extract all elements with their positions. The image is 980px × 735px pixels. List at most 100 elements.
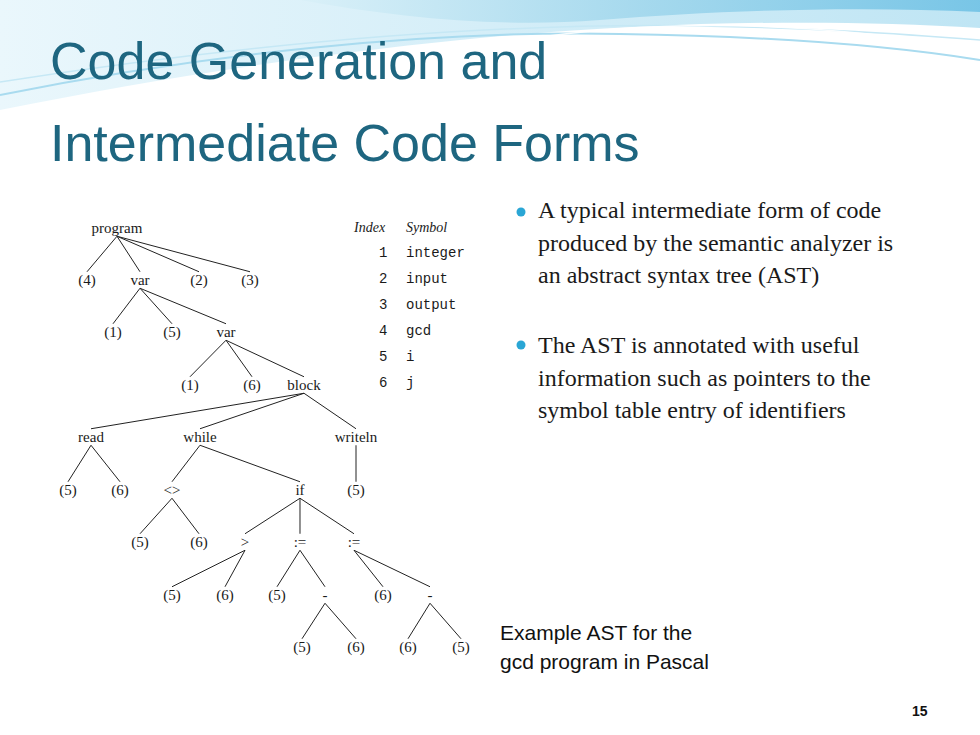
node-label: (6) [190,534,208,550]
tree-edge [113,288,140,324]
tree-edge [172,445,200,482]
node-label: (6) [399,639,417,655]
table-symbol: gcd [406,323,431,339]
tree-node: > [239,533,251,552]
tree-node: (6) [397,638,419,657]
tree-edge [172,550,245,587]
node-label: := [348,534,361,550]
node-label: - [428,587,433,603]
tree-node: - [426,586,435,605]
node-label: (5) [293,639,311,655]
tree-node: (5) [161,323,183,342]
table-symbol: output [406,297,456,313]
tree-edge [304,393,356,429]
node-label: (3) [241,272,259,288]
tree-node: var [214,323,237,342]
table-index: 4 [379,323,387,339]
node-label: while [183,429,216,445]
node-label: var [216,324,235,340]
tree-node: var [128,271,151,290]
page-number: 15 [912,703,928,719]
bullet-dot [517,208,526,217]
tree-edge [299,498,300,534]
tree-node: (6) [214,586,236,605]
tree-node: if [293,481,306,500]
tree-edge [200,445,300,482]
tree-node: read [76,428,106,447]
node-label: (5) [163,587,181,603]
tree-node: (6) [188,533,210,552]
tree-node: (1) [179,376,201,395]
node-label: (6) [243,377,261,393]
tree-node: block [285,376,322,395]
tree-edge [302,603,325,639]
table-symbol: integer [406,245,465,261]
tree-edge [117,236,250,272]
figure-ground [50,210,480,662]
table-index: 5 [379,349,387,365]
table-symbol: input [406,271,448,287]
tree-edge [140,288,172,324]
tree-edge [277,550,300,587]
tree-node: (6) [372,586,394,605]
table-index: 6 [379,375,387,391]
node-label: writeln [335,429,378,445]
tree-edge [245,498,300,534]
node-label: (5) [452,639,470,655]
tree-node: (6) [109,481,131,500]
table-header: Symbol [406,220,447,236]
node-label: program [92,220,143,236]
node-label: (6) [374,587,392,603]
slide-title: Code Generation and Intermediate Code Fo… [50,20,750,184]
node-label: read [78,429,104,445]
tree-edge [91,445,120,482]
node-label: - [323,587,328,603]
table-symbol: j [406,375,414,391]
tree-edge [354,550,430,587]
node-label: var [130,272,149,288]
tree-node: (6) [345,638,367,657]
node-label: (1) [104,324,122,340]
tree-edge [226,340,252,377]
node-label: (5) [268,587,286,603]
tree-node: (5) [161,586,183,605]
table-index: 1 [379,245,387,261]
node-label: (4) [78,272,96,288]
tree-edge [356,445,357,482]
node-label: (5) [347,482,365,498]
node-label: > [241,534,249,550]
tree-edge [354,550,383,587]
tree-node: (5) [266,586,288,605]
tree-edge [300,498,354,534]
node-label: := [294,534,307,550]
table-header: Index [354,220,385,236]
tree-node: := [346,533,363,552]
tree-node: (5) [57,481,79,500]
node-label: (6) [347,639,365,655]
tree-node: (6) [241,376,263,395]
tree-edge [225,550,245,587]
tree-node: (1) [102,323,124,342]
bullet-text: The AST is annotated with useful informa… [538,329,910,427]
node-label: (1) [181,377,199,393]
tree-node: - [321,586,330,605]
bullet-text: A typical intermediate form of code prod… [538,194,910,292]
tree-node: program [90,219,145,238]
tree-edge [87,236,117,272]
tree-node: <> [162,481,183,500]
node-label: if [295,482,304,498]
tree-edge [140,288,226,324]
tree-node: writeln [333,428,380,447]
tree-node: (2) [188,271,210,290]
figure-caption: Example AST for the gcd program in Pasca… [500,618,722,676]
tree-node: (5) [129,533,151,552]
node-label: (2) [190,272,208,288]
node-label: (6) [111,482,129,498]
bullet-dot [517,341,526,350]
node-label: (5) [59,482,77,498]
table-symbol: i [406,349,414,365]
node-label: block [287,377,320,393]
node-label: (6) [216,587,234,603]
tree-node: (5) [450,638,472,657]
tree-edge [325,603,356,639]
